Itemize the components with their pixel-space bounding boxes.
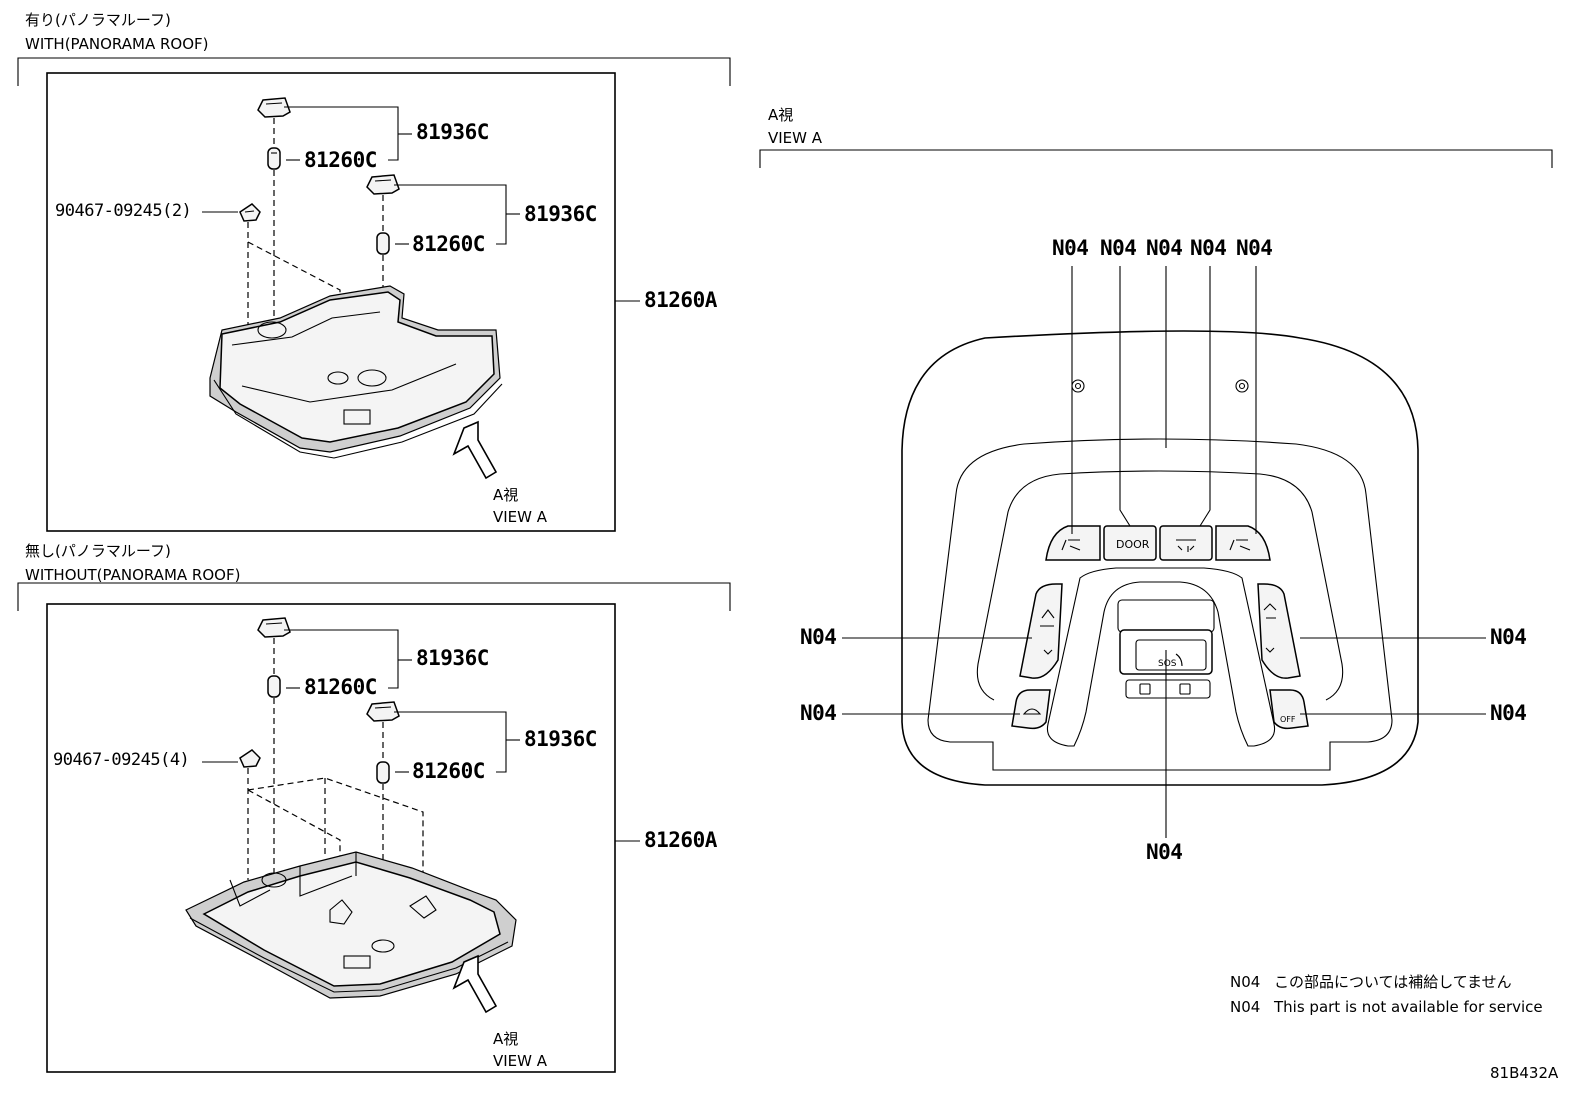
without-housing <box>185 851 517 999</box>
with-clip-label: 90467-09245(2) <box>55 201 192 221</box>
without-view-a-arrow <box>452 954 498 1014</box>
callout-left-1: N04 <box>800 625 837 649</box>
with-lens-1 <box>257 97 291 118</box>
dome-light-icon <box>1176 539 1196 552</box>
view-a-title-en: VIEW A <box>768 129 823 147</box>
without-lens-2-label: 81936C <box>524 727 597 751</box>
callout-top-4: N04 <box>1190 236 1227 260</box>
with-bulb-1 <box>267 147 281 170</box>
with-assembly-label: 81260A <box>644 288 717 312</box>
with-lens-2-label: 81936C <box>524 202 597 226</box>
sunshade-right-icon <box>1263 603 1277 653</box>
callout-top-2: N04 <box>1100 236 1137 260</box>
without-title-jp: 無し(パノラマルーフ) <box>25 542 171 560</box>
without-title-en: WITHOUT(PANORAMA ROOF) <box>25 566 241 584</box>
with-view-a-en: VIEW A <box>493 508 548 526</box>
without-panel-frame <box>46 603 616 1073</box>
legend-code-jp: N04 <box>1230 973 1261 991</box>
sunshade-right-button[interactable] <box>1257 583 1301 679</box>
view-a-title-jp: A視 <box>768 106 794 124</box>
map-light-left-icon <box>1061 539 1081 551</box>
legend-code-en: N04 <box>1230 998 1261 1016</box>
with-view-a-jp: A視 <box>493 486 519 504</box>
without-lens-1 <box>257 617 291 638</box>
map-light-left-button[interactable] <box>1045 525 1101 561</box>
without-clip <box>239 749 261 768</box>
diagram-id: 81B432A <box>1490 1064 1559 1082</box>
door-label: DOOR <box>1116 538 1150 551</box>
screw-left-icon <box>1071 379 1085 393</box>
without-view-a-jp: A視 <box>493 1030 519 1048</box>
off-label: OFF <box>1280 715 1296 724</box>
callout-top-3: N04 <box>1146 236 1183 260</box>
with-bulb-2-label: 81260C <box>412 232 485 256</box>
callout-right-2: N04 <box>1490 701 1527 725</box>
without-view-a-en: VIEW A <box>493 1052 548 1070</box>
callout-right-1: N04 <box>1490 625 1527 649</box>
with-lens-2 <box>366 174 400 195</box>
with-title-en: WITH(PANORAMA ROOF) <box>25 35 209 53</box>
screw-right-icon <box>1235 379 1249 393</box>
sos-handset-icon <box>1175 653 1183 667</box>
with-clip <box>239 203 261 222</box>
with-view-a-arrow <box>452 420 498 480</box>
callout-top-5: N04 <box>1236 236 1273 260</box>
without-bulb-2 <box>376 761 390 784</box>
with-panel-frame <box>46 72 616 532</box>
callout-left-2: N04 <box>800 701 837 725</box>
without-clip-label: 90467-09245(4) <box>53 750 190 770</box>
view-a-bracket <box>759 149 1553 168</box>
without-lens-2 <box>366 701 400 722</box>
with-housing <box>209 285 503 459</box>
without-bulb-1 <box>267 675 281 698</box>
callout-bottom: N04 <box>1146 840 1183 864</box>
legend-text-en: This part is not available for service <box>1274 998 1543 1016</box>
with-title-jp: 有り(パノラマルーフ) <box>25 11 171 29</box>
legend-text-jp: この部品については補給してません <box>1274 973 1512 991</box>
without-section-bracket <box>17 582 731 611</box>
without-assembly-label: 81260A <box>644 828 717 852</box>
with-bulb-1-label: 81260C <box>304 148 377 172</box>
callout-top-1: N04 <box>1052 236 1089 260</box>
with-bulb-2 <box>376 232 390 255</box>
with-section-bracket <box>17 57 731 86</box>
roof-left-icon <box>1022 708 1042 715</box>
dome-light-button[interactable] <box>1159 525 1213 561</box>
sunshade-up-down-icon <box>1040 609 1055 655</box>
sos-label: SOS <box>1158 659 1177 669</box>
without-lens-1-label: 81936C <box>416 646 489 670</box>
map-light-right-button[interactable] <box>1215 525 1271 561</box>
roof-off-button[interactable] <box>1269 689 1309 730</box>
without-bulb-2-label: 81260C <box>412 759 485 783</box>
sunshade-left-button[interactable] <box>1019 583 1063 679</box>
with-lens-1-label: 81936C <box>416 120 489 144</box>
view-a-console: SOS DOOR OFF <box>842 266 1486 838</box>
without-bulb-1-label: 81260C <box>304 675 377 699</box>
map-light-right-icon <box>1229 539 1251 551</box>
